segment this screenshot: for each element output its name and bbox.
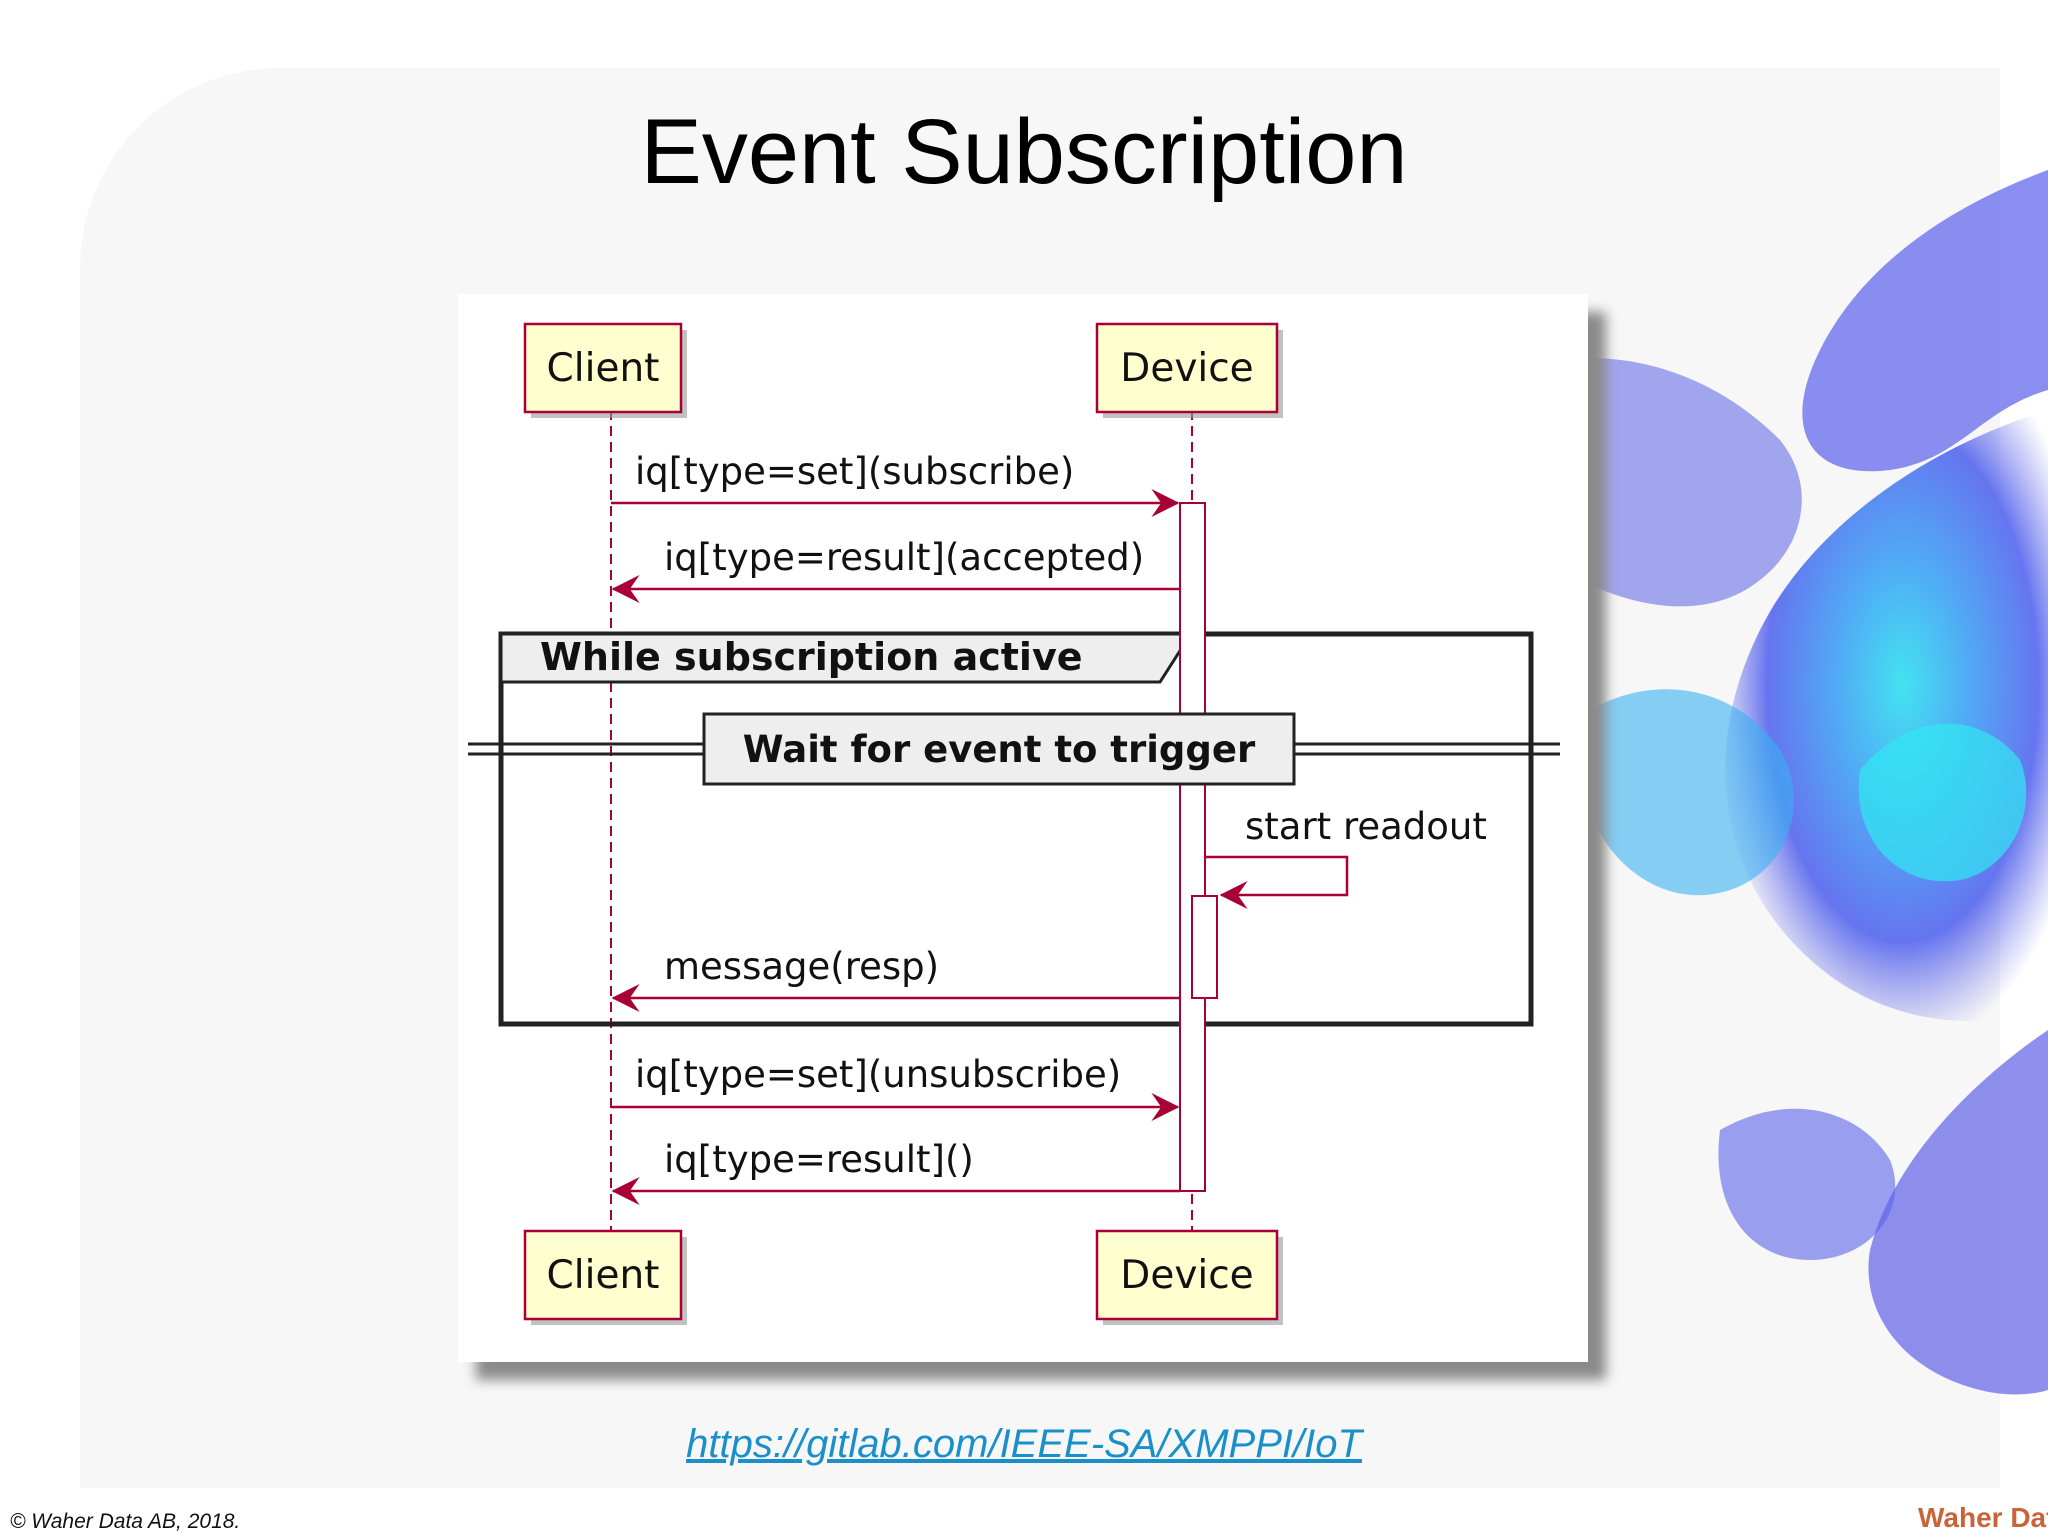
- loop-label: While subscription active: [540, 635, 1082, 679]
- diagram-panel: While subscription active Wait for event…: [458, 294, 1588, 1362]
- sequence-diagram: While subscription active Wait for event…: [458, 294, 1606, 1380]
- divider-label: Wait for event to trigger: [743, 728, 1256, 771]
- message-label-result: iq[type=result](): [664, 1138, 974, 1181]
- participant-device-top-label: Device: [1120, 346, 1253, 391]
- participant-client-top: Client: [523, 322, 687, 418]
- message-label-accepted: iq[type=result](accepted): [664, 536, 1144, 579]
- divider: Wait for event to trigger: [468, 712, 1560, 786]
- device-readout-activation-bar: [1191, 895, 1218, 999]
- participant-device-bottom: Device: [1095, 1229, 1283, 1325]
- copyright-text: © Waher Data AB, 2018.: [10, 1510, 241, 1533]
- message-label-unsubscribe: iq[type=set](unsubscribe): [635, 1053, 1121, 1096]
- loop-fragment: While subscription active: [498, 631, 1534, 1027]
- waher-data-logo: Waher Data: [1918, 1502, 2048, 1533]
- message-label-resp: message(resp): [664, 945, 939, 988]
- participant-device-top: Device: [1095, 322, 1283, 418]
- message-label-start-readout: start readout: [1245, 805, 1487, 848]
- decorative-swirl-image: [1560, 170, 2048, 1395]
- gitlab-link[interactable]: https://gitlab.com/IEEE-SA/XMPPI/IoT: [686, 1422, 1362, 1466]
- participant-client-bottom: Client: [523, 1229, 687, 1325]
- participant-device-bottom-label: Device: [1120, 1253, 1253, 1298]
- message-arrow-start-readout: [1205, 855, 1349, 909]
- slide-title: Event Subscription: [640, 101, 1408, 203]
- participant-client-top-label: Client: [547, 346, 660, 391]
- message-label-subscribe: iq[type=set](subscribe): [635, 450, 1074, 493]
- device-activation-bar: [1179, 502, 1206, 1192]
- participant-client-bottom-label: Client: [547, 1253, 660, 1298]
